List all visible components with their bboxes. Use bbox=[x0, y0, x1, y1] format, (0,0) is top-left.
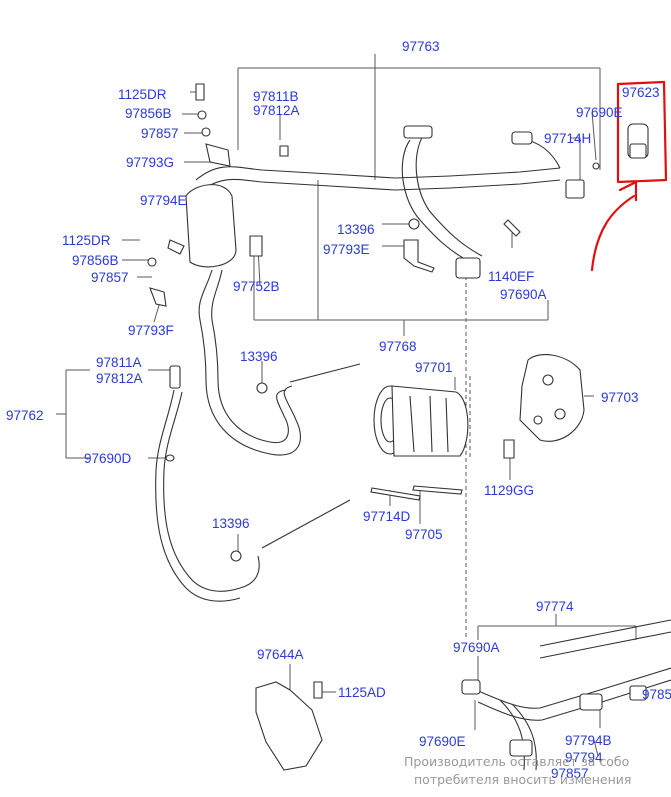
bracket-97703 bbox=[503, 354, 585, 459]
clamp-97794 bbox=[509, 739, 533, 757]
label-97644a: 97644A bbox=[257, 647, 304, 662]
label-97762: 97762 bbox=[6, 408, 44, 423]
label-97714h: 97714H bbox=[544, 131, 591, 146]
label-97763: 97763 bbox=[402, 39, 440, 54]
label-97812a-left: 97812A bbox=[96, 371, 143, 386]
clamp-97794b bbox=[579, 693, 603, 711]
watermark-line-1: Производитель оставляет за собо bbox=[404, 754, 629, 769]
label-97857-bot: 97857 bbox=[551, 766, 589, 781]
label-97794-bot: 97794 bbox=[565, 750, 603, 765]
label-97690a-bot: 97690A bbox=[453, 640, 500, 655]
bushing-97857-a bbox=[201, 127, 211, 137]
label-97752b: 97752B bbox=[233, 279, 280, 294]
label-1125dr-a: 1125DR bbox=[118, 87, 167, 102]
bolt-97714d bbox=[370, 487, 421, 501]
label-97811b: 97811B bbox=[253, 89, 299, 104]
hose-fitting-right bbox=[511, 131, 533, 145]
clip-97793f bbox=[149, 287, 167, 307]
bolt-1140ef bbox=[503, 219, 521, 237]
label-97623: 97623 bbox=[622, 85, 660, 100]
label-1129gg: 1129GG bbox=[484, 483, 534, 498]
label-97690a-top: 97690A bbox=[500, 287, 547, 302]
bolt-1125dr-b bbox=[167, 239, 185, 255]
suction-hose-assembly bbox=[155, 363, 361, 602]
label-97703: 97703 bbox=[601, 390, 639, 405]
label-9785x: 9785 bbox=[642, 687, 671, 702]
leader-lines bbox=[56, 54, 637, 757]
receiver-drier-assembly bbox=[147, 83, 289, 381]
clip-97793g bbox=[205, 143, 231, 167]
nut-13396-c bbox=[230, 550, 242, 562]
part-labels: 97763 1125DR 97856B 97857 97793G 97811B … bbox=[6, 39, 671, 781]
hose-fitting-top bbox=[403, 125, 433, 139]
cap-97811b bbox=[279, 145, 289, 157]
label-97774: 97774 bbox=[536, 599, 574, 614]
o-ring-97690e bbox=[592, 162, 600, 170]
highlight-box bbox=[616, 80, 668, 184]
nut-13396 bbox=[408, 218, 420, 230]
label-97794e: 97794E bbox=[140, 193, 187, 208]
receiver-drier-body bbox=[185, 184, 237, 268]
label-97856b-a: 97856B bbox=[125, 106, 172, 121]
bolt-1125ad bbox=[313, 681, 323, 699]
label-97856b-b: 97856B bbox=[72, 253, 119, 268]
bolt-97705 bbox=[412, 485, 463, 495]
o-ring-97690d bbox=[165, 454, 175, 462]
label-97794b: 97794B bbox=[565, 733, 612, 748]
compressor-bracket bbox=[519, 354, 585, 442]
label-97768: 97768 bbox=[379, 339, 417, 354]
cover-97644a bbox=[255, 681, 323, 771]
label-97705: 97705 bbox=[405, 527, 443, 542]
highlight-arrow bbox=[590, 194, 636, 272]
clip-97793e bbox=[403, 239, 435, 273]
label-97701: 97701 bbox=[415, 360, 453, 375]
label-97812a-top: 97812A bbox=[253, 103, 300, 118]
mount-97752b bbox=[249, 235, 263, 257]
compressor-97701 bbox=[370, 385, 469, 501]
label-97793g: 97793G bbox=[126, 155, 174, 170]
bolt-1125dr-a bbox=[195, 83, 205, 101]
label-13396-c: 13396 bbox=[212, 516, 250, 531]
label-97690e-bot: 97690E bbox=[419, 734, 466, 749]
fitting-97690e-bot bbox=[461, 679, 481, 695]
label-97690e-top: 97690E bbox=[576, 105, 623, 120]
hose-clamp-lower bbox=[455, 257, 481, 279]
label-1140ef: 1140EF bbox=[488, 269, 534, 284]
label-97857-b: 97857 bbox=[91, 270, 129, 285]
label-97793e: 97793E bbox=[323, 242, 370, 257]
label-97793f: 97793F bbox=[128, 323, 174, 338]
nut-13396-b bbox=[256, 382, 268, 394]
disclaimer-watermark: Производитель оставляет за собо потребит… bbox=[404, 754, 631, 787]
bottom-assembly bbox=[255, 619, 671, 771]
bracket-97714h bbox=[565, 179, 585, 199]
label-97857-a: 97857 bbox=[141, 126, 179, 141]
part-9785x bbox=[629, 685, 647, 701]
label-97811a: 97811A bbox=[96, 355, 142, 370]
bolt-1129gg bbox=[503, 439, 515, 459]
highlight-arrowhead bbox=[618, 180, 638, 202]
washer-97856b-b bbox=[147, 257, 157, 267]
cap-97811a bbox=[169, 365, 181, 389]
watermark-line-2: потребителя вносить изменения bbox=[414, 772, 631, 787]
washer-97856b-a bbox=[197, 110, 207, 120]
label-1125ad: 1125AD bbox=[338, 685, 386, 700]
label-1125dr-b: 1125DR bbox=[62, 233, 111, 248]
label-97714d: 97714D bbox=[363, 509, 411, 524]
label-13396-b: 13396 bbox=[240, 349, 278, 364]
discharge-hose-assembly bbox=[195, 125, 600, 279]
label-13396-a: 13396 bbox=[337, 222, 375, 237]
part-97623-highlight bbox=[590, 80, 668, 272]
label-97690d: 97690D bbox=[84, 451, 132, 466]
